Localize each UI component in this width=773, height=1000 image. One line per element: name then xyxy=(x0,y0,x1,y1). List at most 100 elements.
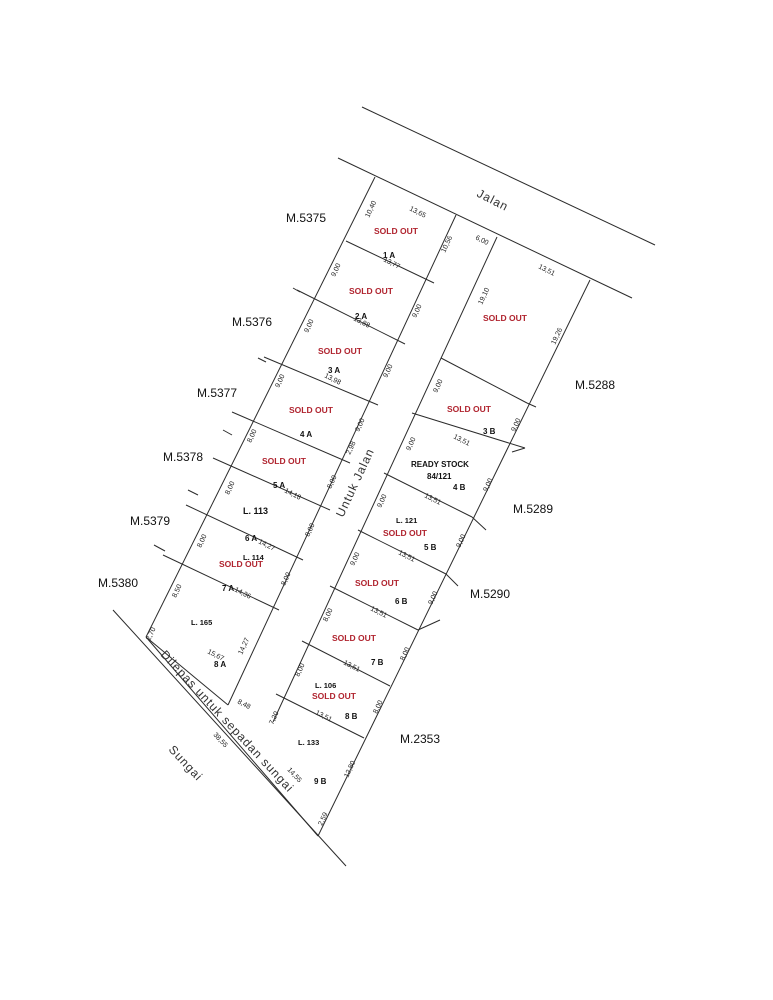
lot-8a-bottom-edge xyxy=(145,636,229,706)
dim-label: 13,51 xyxy=(537,264,556,278)
lot-1b-3b-divider xyxy=(440,357,528,404)
dim-label: 9,00 xyxy=(432,378,444,393)
left-block-lines xyxy=(145,176,457,706)
lot-status: SOLD OUT xyxy=(262,456,307,466)
lot-label: 3 B xyxy=(483,427,496,436)
dim-label: 14,27 xyxy=(237,637,251,656)
dim-label: 9,00 xyxy=(510,417,522,432)
lot-status-ready: READY STOCK xyxy=(411,460,469,469)
dim-label: 9,00 xyxy=(330,262,342,277)
lot-7b-8b-divider xyxy=(301,640,391,687)
lot-5a-6a-divider xyxy=(212,457,331,511)
dim-label: 9,00 xyxy=(376,493,388,508)
parcel-label: M.5290 xyxy=(470,587,510,601)
lot-label: 2 A xyxy=(355,312,367,321)
parcel-label: M.5380 xyxy=(98,576,138,590)
lot-3b-4b-divider xyxy=(411,412,526,449)
lot-label: 4 B xyxy=(453,483,466,492)
dim-label: 13,51 xyxy=(314,710,333,724)
dim-label: 7,20 xyxy=(268,710,280,725)
lot-status: SOLD OUT xyxy=(332,633,377,643)
dim-label: 12,80 xyxy=(343,760,357,779)
dim-label: 13,65 xyxy=(408,206,427,220)
dim-label: 13,51 xyxy=(423,493,442,507)
dim-label: 8,00 xyxy=(224,480,236,495)
lot-label: 8 A xyxy=(214,660,226,669)
dim-label: 8,00 xyxy=(399,646,411,661)
lot-status: SOLD OUT xyxy=(312,691,357,701)
dim-label: 9,00 xyxy=(303,318,315,333)
dim-label: 13,51 xyxy=(342,660,361,674)
river-label-sungai: Sungai xyxy=(166,742,206,783)
road-label-jalan: Jalan xyxy=(475,186,511,214)
dim-label: 13,77 xyxy=(382,257,401,271)
lot-6b-7b-divider xyxy=(329,585,419,631)
boundary-tick xyxy=(187,489,199,496)
right-block-lines xyxy=(272,236,591,837)
lot-label: 7 A xyxy=(222,584,234,593)
dim-label: 2,98 xyxy=(345,440,357,455)
lot-label: 8 B xyxy=(345,712,358,721)
dim-label: 14,36 xyxy=(233,587,252,601)
boundary-tick xyxy=(417,619,441,631)
parcel-label: M.2353 xyxy=(400,732,440,746)
lot-label: 5 B xyxy=(424,543,437,552)
dim-label: 13,51 xyxy=(397,550,416,564)
lot-label: 3 A xyxy=(328,366,340,375)
neighbor-boundary-lines xyxy=(153,287,537,631)
boundary-tick xyxy=(471,516,487,531)
lot-status: SOLD OUT xyxy=(355,578,400,588)
lot-label: 9 B xyxy=(314,777,327,786)
boundary-tick xyxy=(445,573,459,587)
road-label-untuk-jalan: Untuk Jalan xyxy=(333,446,377,519)
dim-label: 13,51 xyxy=(452,434,471,448)
lot-5b-6b-divider xyxy=(357,529,447,575)
dim-label: 6,00 xyxy=(474,235,489,247)
boundary-tick xyxy=(257,357,267,363)
parcel-label: M.5376 xyxy=(232,315,272,329)
lot-3a-4a-divider xyxy=(263,356,379,406)
dim-label: 9,00 xyxy=(427,590,439,605)
boundary-tick xyxy=(153,544,166,552)
parcel-label: M.5375 xyxy=(286,211,326,225)
boundary-tick xyxy=(511,447,526,453)
dim-label: 8,00 xyxy=(304,522,316,537)
outer-road-edge xyxy=(361,106,656,246)
lot-status: SOLD OUT xyxy=(447,404,492,414)
parcel-label: M.5377 xyxy=(197,386,237,400)
lot-label: 4 A xyxy=(300,430,312,439)
parcel-label: M.5379 xyxy=(130,514,170,528)
boundary-tick xyxy=(526,402,537,408)
lot-status: SOLD OUT xyxy=(383,528,428,538)
lot-label: 5 A xyxy=(273,481,285,490)
dim-label: 8,00 xyxy=(196,533,208,548)
lot-6a-7a-divider xyxy=(185,504,304,561)
right-block-road-edge xyxy=(272,236,498,723)
lot-status: SOLD OUT xyxy=(349,286,394,296)
dim-label: 8,00 xyxy=(280,571,292,586)
lot-1a-2a-divider xyxy=(345,240,435,284)
parcel-label: M.5289 xyxy=(513,502,553,516)
dim-label: 8,00 xyxy=(322,607,334,622)
lot-4b-5b-divider xyxy=(383,472,473,518)
lot-area-label: L. 113 xyxy=(243,506,268,516)
lot-label: 6 A xyxy=(245,534,257,543)
left-block-outer-edge xyxy=(145,176,376,638)
lot-2a-3a-divider xyxy=(296,289,406,345)
dim-label: 9,00 xyxy=(482,477,494,492)
dim-label: 8,00 xyxy=(372,699,384,714)
lot-label: 1 A xyxy=(383,251,395,260)
dim-label: 2,59 xyxy=(317,811,329,826)
lot-7a-8a-divider xyxy=(162,554,280,611)
right-block-outer-edge xyxy=(317,279,591,837)
dim-label: 13,51 xyxy=(369,606,388,620)
lot-area-ready: 84/121 xyxy=(427,472,452,481)
lot-area-label: L. 121 xyxy=(396,516,417,525)
river-setback-line xyxy=(145,636,319,837)
boundary-tick xyxy=(292,287,301,293)
lot-area-label: L. 106 xyxy=(315,681,336,690)
dim-label: 9,00 xyxy=(349,551,361,566)
lot-8b-9b-divider xyxy=(275,693,365,739)
lot-status: SOLD OUT xyxy=(483,313,528,323)
